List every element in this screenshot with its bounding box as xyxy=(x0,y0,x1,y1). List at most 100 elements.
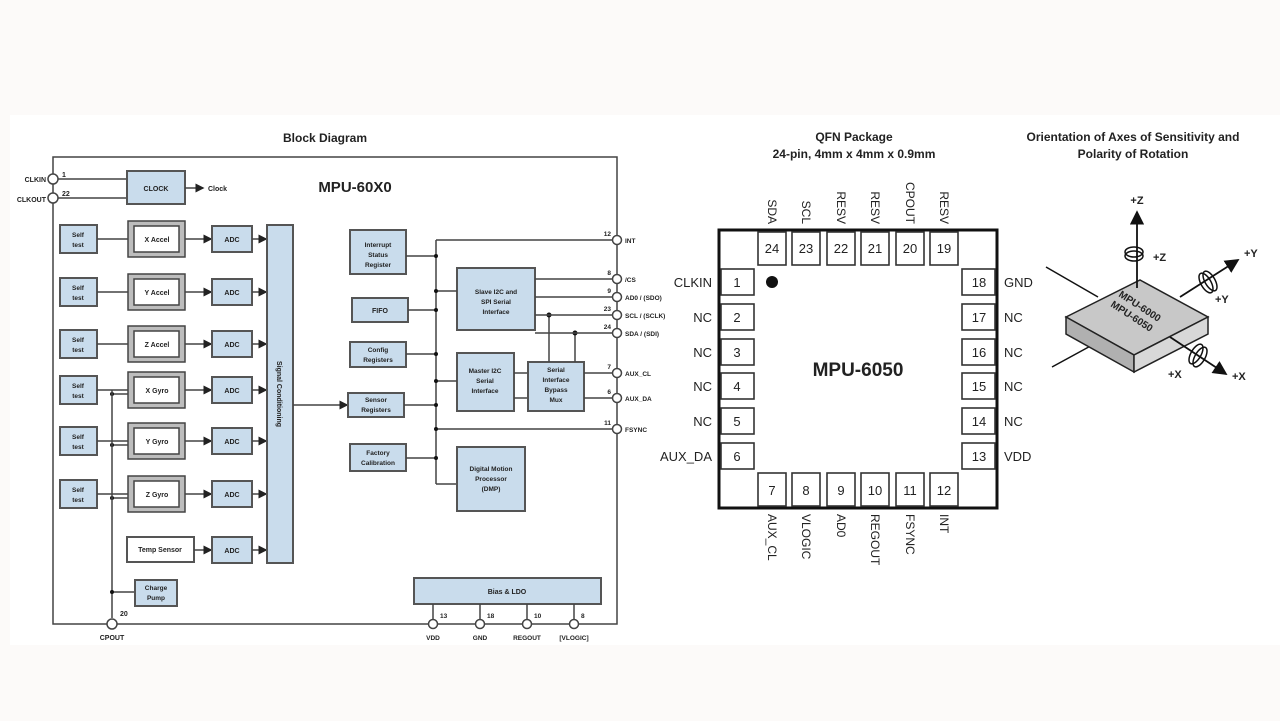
bypass-mux-block: Serial Interface Bypass Mux xyxy=(527,312,585,412)
pin-circle xyxy=(611,423,623,435)
pin-name: SCL xyxy=(799,201,813,225)
pin-name: GND xyxy=(1004,275,1033,290)
pin-name: FSYNC xyxy=(903,514,917,555)
slave-interface-block: Slave I2C and SPI Serial Interface xyxy=(434,267,536,331)
qfn-pin-right: 17 NC xyxy=(961,303,1023,331)
pin-clkout xyxy=(47,192,59,204)
pin-number: 10 xyxy=(534,613,542,620)
pin-name: NC xyxy=(693,379,712,394)
pin-name: NC xyxy=(693,414,712,429)
pin-name: SCL / (SCLK) xyxy=(625,313,665,320)
pin-number: 15 xyxy=(972,379,986,394)
z-axis-label: +Z xyxy=(1130,195,1143,207)
self-test-block xyxy=(59,426,98,456)
sensor-row: Self test Y Accel ADC xyxy=(59,273,268,311)
pin-name: NC xyxy=(1004,414,1023,429)
pin-name: AUX_CL xyxy=(625,371,651,378)
qfn-pin-left: 5NC xyxy=(693,407,755,435)
clock-block xyxy=(126,170,186,205)
pin-number: 7 xyxy=(768,483,775,498)
pin-number: 17 xyxy=(972,310,986,325)
temp-sensor-label: Temp Sensor xyxy=(138,547,182,554)
pin-number: 20 xyxy=(903,241,917,256)
pin-name: CPOUT xyxy=(903,182,917,225)
pin-name: VDD xyxy=(426,635,440,642)
chip-3d: MPU-6000 MPU-6050 xyxy=(1064,279,1210,374)
pin-name: SDA / (SDI) xyxy=(625,331,659,338)
sensor-label: Y Accel xyxy=(145,290,170,297)
sensor-label: X Accel xyxy=(144,237,169,244)
self-test-label: test xyxy=(72,444,84,451)
pin-number: 7 xyxy=(607,364,611,371)
svg-text:Slave I2C and: Slave I2C and xyxy=(475,289,517,296)
chip-outline xyxy=(52,156,618,625)
clock-output-label: Clock xyxy=(208,186,227,193)
sensor-block xyxy=(133,376,180,404)
pin-circle xyxy=(474,618,486,630)
power-pin: 8[VLOGIC] xyxy=(559,604,589,642)
pin-name: RESV xyxy=(868,191,882,224)
pin-number: 23 xyxy=(604,306,612,313)
pin-name: NC xyxy=(693,310,712,325)
adc-block xyxy=(211,330,253,358)
self-test-label: Self xyxy=(72,383,85,390)
pin-number: 1 xyxy=(733,275,740,290)
charge-pump-label-1: Charge xyxy=(145,585,168,592)
svg-text:Serial: Serial xyxy=(547,367,565,374)
pin-circle xyxy=(611,273,623,285)
pin-circle xyxy=(568,618,580,630)
self-test-label: test xyxy=(72,347,84,354)
block-pin: 8/CS xyxy=(607,270,637,285)
charge-pump-label-2: Pump xyxy=(147,595,165,602)
adc-block xyxy=(211,480,253,508)
clock-block-label: CLOCK xyxy=(144,186,169,193)
fifo-block: FIFO xyxy=(351,297,438,323)
pin1-marker xyxy=(766,276,778,288)
svg-text:Factory: Factory xyxy=(366,450,390,457)
pin-number: 18 xyxy=(972,275,986,290)
z-rotation-icon xyxy=(1124,250,1144,262)
orientation-diagram: Orientation of Axes of Sensitivity and P… xyxy=(1027,130,1259,383)
self-test-label: Self xyxy=(72,285,85,292)
z-rotation-label: +Z xyxy=(1153,252,1166,264)
block-diagram: Block Diagram MPU-60X0 1 22 CLKIN CLKOUT… xyxy=(17,131,666,642)
pin-number: 6 xyxy=(607,389,611,396)
svg-text:Digital Motion: Digital Motion xyxy=(470,466,513,473)
adc-label: ADC xyxy=(224,290,239,297)
y-rotation-icon xyxy=(1198,272,1214,294)
svg-text:Serial: Serial xyxy=(476,378,494,385)
qfn-pin-left: 4NC xyxy=(693,372,755,400)
sensor-block xyxy=(133,480,180,508)
svg-text:Master I2C: Master I2C xyxy=(469,368,502,375)
signal-conditioning-block xyxy=(266,224,294,564)
interrupt-status-register: Interrupt Status Register xyxy=(349,229,438,275)
pin-name: NC xyxy=(1004,310,1023,325)
self-test-label: test xyxy=(72,393,84,400)
bias-ldo-label: Bias & LDO xyxy=(488,589,527,596)
pin-number: 13 xyxy=(440,613,448,620)
qfn-pin-left: 3NC xyxy=(693,338,755,366)
pin-name: INT xyxy=(625,238,636,245)
svg-text:Config: Config xyxy=(368,347,389,354)
pin-name: [VLOGIC] xyxy=(559,635,588,642)
svg-text:Mux: Mux xyxy=(550,397,563,404)
pin-clkin-label: CLKIN xyxy=(25,177,46,184)
pin-number: 12 xyxy=(937,483,951,498)
qfn-package: QFN Package 24-pin, 4mm x 4mm x 0.9mm MP… xyxy=(660,130,1033,566)
charge-pump-block xyxy=(134,579,178,607)
self-test-label: test xyxy=(72,295,84,302)
pin-circle xyxy=(611,309,623,321)
svg-text:Interface: Interface xyxy=(471,388,498,395)
